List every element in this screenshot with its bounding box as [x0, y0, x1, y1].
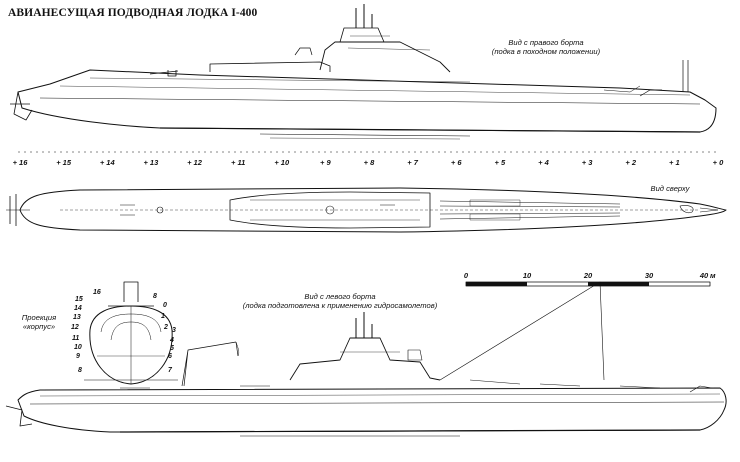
frame-label: + 10: [274, 158, 290, 167]
section-number-left: 13: [73, 314, 81, 321]
section-number-right: 7: [168, 367, 172, 374]
frame-label: + 5: [494, 158, 506, 167]
section-number-left: 11: [72, 335, 80, 342]
scale-tick-label: 40: [699, 271, 709, 280]
frame-label: + 16: [12, 158, 28, 167]
section-number-right: 3: [172, 327, 176, 334]
section-number-top: 8: [153, 293, 157, 300]
scale-bar: [465, 281, 711, 287]
section-number-top: 16: [93, 289, 101, 296]
frame-label: + 11: [231, 158, 246, 167]
frame-label: + 8: [363, 158, 375, 167]
section-number-left: 14: [74, 305, 82, 312]
scale-tick-label: 0: [463, 271, 469, 280]
section-number-left: 9: [76, 353, 80, 360]
frame-number-row: + 16 + 15 + 14 + 13 + 12 + 11 + 10 + 9 + 8 + 7 + 6…: [0, 158, 740, 170]
starboard-view-caption: Вид с правого борта (подка в походном по…: [466, 38, 626, 56]
section-number-left: 10: [74, 344, 82, 351]
section-number-right: 5: [170, 345, 174, 352]
projection-caption-line2: «корпус»: [22, 322, 56, 331]
frame-label: + 3: [581, 158, 593, 167]
projection-caption: Проекция «корпус»: [14, 313, 64, 331]
port-view-caption: Вид с левого борта (лодка подготовлена к…: [200, 292, 480, 310]
frame-label: + 7: [407, 158, 418, 167]
starboard-side-view: [10, 4, 717, 140]
section-number-right: 0: [163, 302, 167, 309]
frame-label: + 12: [187, 158, 202, 167]
frame-label: + 2: [625, 158, 637, 167]
scale-bar-unit: м: [710, 271, 716, 280]
port-caption-line1: Вид с левого борта: [304, 292, 376, 301]
frame-label: + 9: [320, 158, 331, 167]
section-number-left: 12: [71, 324, 79, 331]
top-view: [6, 187, 727, 233]
section-number-left: 8: [78, 367, 82, 374]
port-caption-line2: (лодка подготовлена к применению гидроса…: [242, 301, 438, 310]
port-side-view: [5, 281, 727, 437]
frame-label: + 6: [450, 158, 462, 167]
scale-tick-label: 30: [644, 271, 654, 280]
section-number-right: 1: [161, 313, 165, 320]
frame-label: + 15: [56, 158, 72, 167]
top-view-caption: Вид сверху: [650, 184, 690, 193]
section-number-left: 15: [75, 296, 83, 303]
projection-caption-line1: Проекция: [21, 313, 57, 322]
drawing-title: АВИАНЕСУЩАЯ ПОДВОДНАЯ ЛОДКА I-400: [8, 7, 258, 19]
frame-label: + 0: [712, 158, 724, 167]
frame-label: + 4: [538, 158, 549, 167]
frame-label: + 14: [99, 158, 115, 167]
body-plan: [84, 281, 178, 385]
frame-label: + 13: [143, 158, 159, 167]
frame-label: + 1: [669, 158, 680, 167]
scale-tick-label: 20: [583, 271, 593, 280]
section-number-right: 4: [170, 337, 174, 344]
section-number-right: 2: [164, 324, 168, 331]
starboard-caption-line2: (подка в походном положении): [491, 47, 601, 56]
section-number-right: 6: [168, 353, 172, 360]
starboard-caption-line1: Вид с правого борта: [508, 38, 584, 47]
scale-tick-label: 10: [522, 271, 532, 280]
